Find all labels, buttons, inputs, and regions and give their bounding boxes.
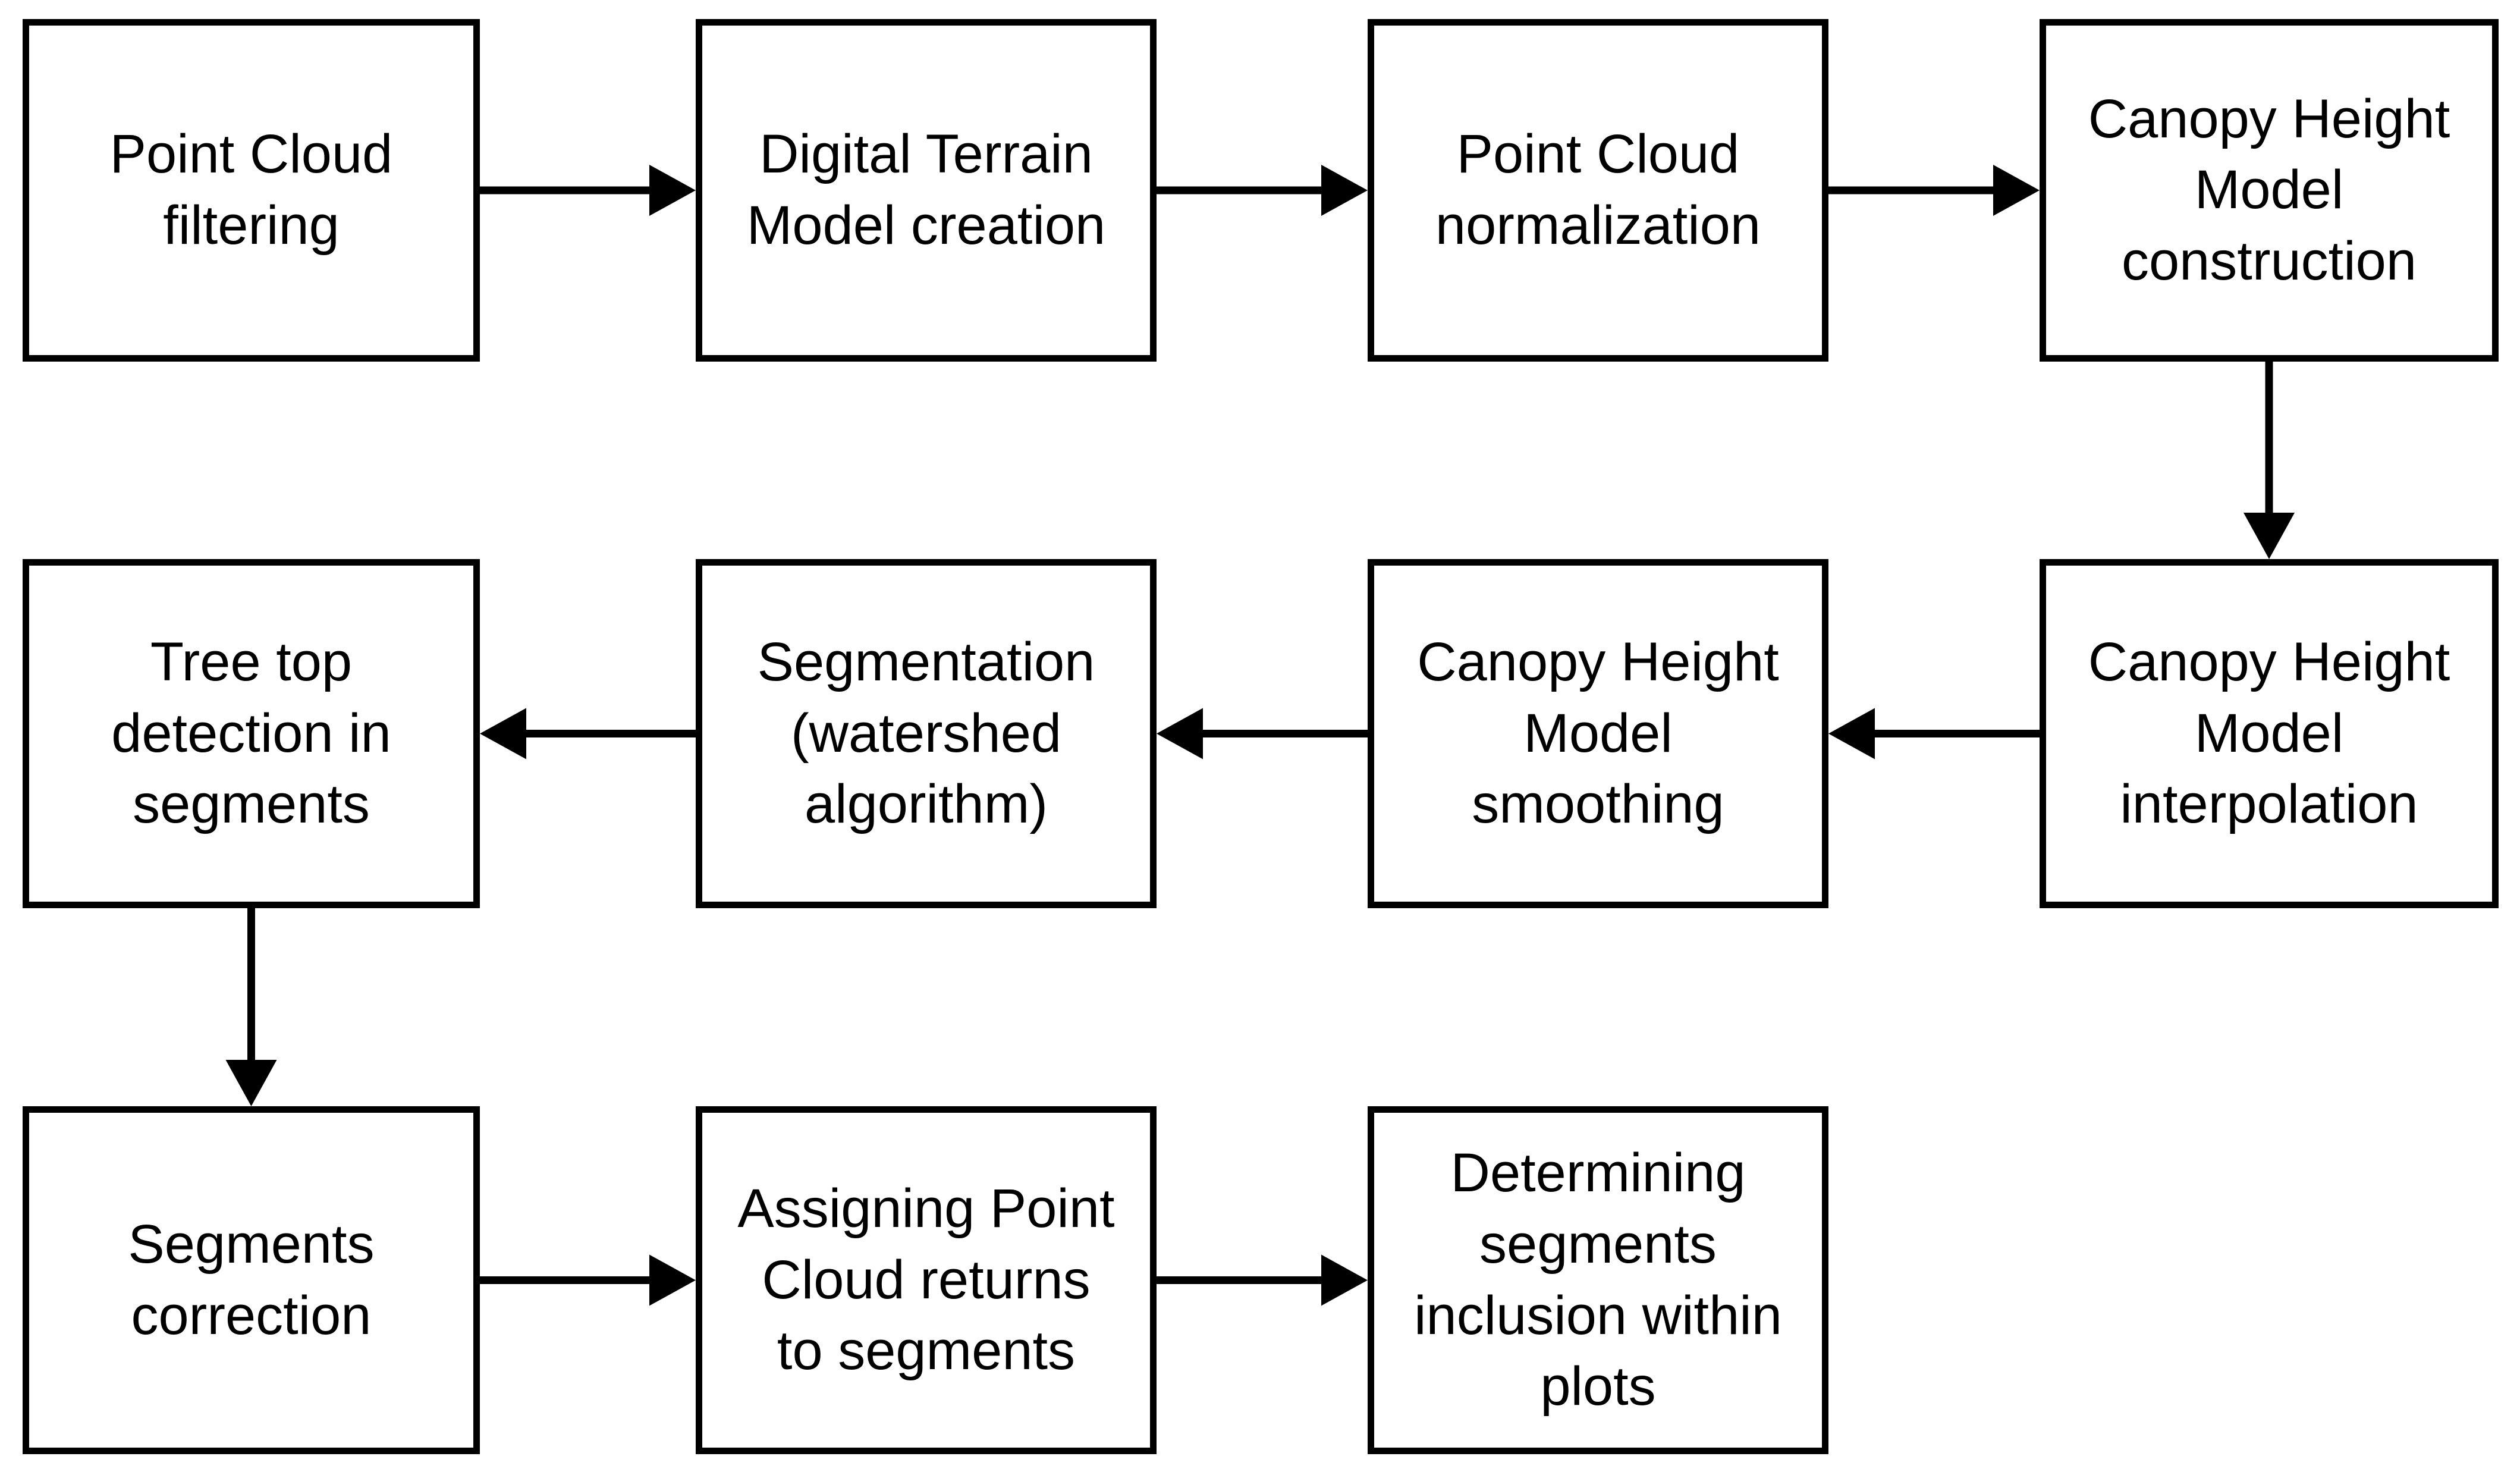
node-assigning-returns-to-segments[interactable]: Assigning Point Cloud returns to segment… xyxy=(696,1106,1157,1454)
edge-chm-to-interpolation xyxy=(2244,362,2295,559)
edge-normalization-to-chm xyxy=(1828,165,2040,216)
node-dtm-creation[interactable]: Digital Terrain Model creation xyxy=(696,19,1157,362)
edge-treetop-to-correction xyxy=(225,908,277,1106)
arrowhead-icon xyxy=(225,1060,277,1106)
node-label: Segmentation (watershed algorithm) xyxy=(757,632,1095,835)
edge-assigning-to-determining xyxy=(1157,1254,1368,1306)
node-determining-segments-in-plots[interactable]: Determining segments inclusion within pl… xyxy=(1368,1106,1828,1454)
arrowhead-icon xyxy=(2244,513,2295,559)
node-point-cloud-filtering[interactable]: Point Cloud filtering xyxy=(23,19,480,362)
node-label: Canopy Height Model construction xyxy=(2088,88,2450,291)
node-point-cloud-normalization[interactable]: Point Cloud normalization xyxy=(1368,19,1828,362)
node-label: Digital Terrain Model creation xyxy=(746,124,1106,256)
arrowhead-icon xyxy=(1993,165,2040,216)
node-label: Determining segments inclusion within pl… xyxy=(1414,1143,1782,1417)
node-segmentation-watershed[interactable]: Segmentation (watershed algorithm) xyxy=(696,559,1157,908)
node-label: Point Cloud filtering xyxy=(109,124,393,256)
arrowhead-icon xyxy=(1321,165,1368,216)
node-label: Assigning Point Cloud returns to segment… xyxy=(737,1178,1115,1382)
node-label: Segments correction xyxy=(128,1213,375,1346)
arrowhead-icon xyxy=(649,165,696,216)
edge-correction-to-assigning xyxy=(480,1254,696,1306)
edge-filtering-to-dtm xyxy=(480,165,696,216)
node-label: Point Cloud normalization xyxy=(1435,124,1761,256)
node-label: Canopy Height Model interpolation xyxy=(2088,632,2450,835)
arrowhead-icon xyxy=(1157,708,1203,759)
edge-interpolation-to-smoothing xyxy=(1828,708,2040,759)
node-segments-correction[interactable]: Segments correction xyxy=(23,1106,480,1454)
node-label: Canopy Height Model smoothing xyxy=(1417,632,1779,835)
edge-dtm-to-normalization xyxy=(1157,165,1368,216)
arrowhead-icon xyxy=(480,708,526,759)
arrowhead-icon xyxy=(649,1254,696,1306)
node-label: Tree top detection in segments xyxy=(111,632,391,835)
node-chm-interpolation[interactable]: Canopy Height Model interpolation xyxy=(2040,559,2499,908)
edge-segmentation-to-treetop xyxy=(480,708,696,759)
node-chm-construction[interactable]: Canopy Height Model construction xyxy=(2040,19,2499,362)
arrowhead-icon xyxy=(1828,708,1875,759)
node-tree-top-detection[interactable]: Tree top detection in segments xyxy=(23,559,480,908)
node-chm-smoothing[interactable]: Canopy Height Model smoothing xyxy=(1368,559,1828,908)
edge-smoothing-to-segmentation xyxy=(1157,708,1368,759)
arrowhead-icon xyxy=(1321,1254,1368,1306)
